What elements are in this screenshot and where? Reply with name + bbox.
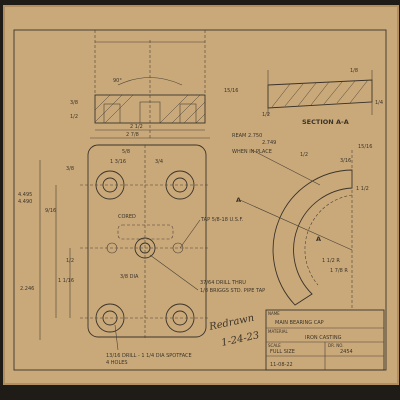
plan-view: 4.495 4.490 9/16 2.246 1 1/16 3/8 1/2 1 …	[18, 144, 265, 366]
tb-name-label: NAME	[268, 311, 280, 316]
arc-dim-15-16: 15/16	[358, 144, 372, 150]
angle-arc	[117, 77, 183, 86]
front-bolt-hole-right	[179, 103, 197, 124]
arc-dim-1-1-2: 1 1/2	[356, 186, 369, 192]
tb-drawing-no: 2454	[340, 349, 353, 355]
section-dim-1-4: 1/4	[375, 100, 383, 106]
drill-note-2: 1/8 BRIGGS STD. PIPE TAP	[200, 288, 265, 294]
plan-dim-3-4: 3/4	[155, 159, 163, 165]
plan-dim-3-8: 3/8	[66, 166, 74, 172]
section-view: SECTION A-A 1/2 1/4 1/8	[262, 68, 383, 126]
plan-dim-9-16: 9/16	[45, 208, 56, 214]
section-dim-1-8: 1/8	[350, 68, 358, 74]
dia-note: 3/8 DIA	[120, 274, 139, 280]
front-bolt-hole-left	[103, 103, 121, 124]
section-label-a2: A	[316, 235, 321, 243]
section-hatching	[271, 79, 369, 108]
arc-dim-3-16: 3/16	[340, 158, 351, 164]
ream-note-3: WHEN IN PLACE	[232, 149, 272, 155]
front-dim-1-2: 1/2	[70, 114, 78, 120]
front-angle-label: 90°	[113, 78, 122, 84]
arc-radius-1: 1 1/2 R	[322, 258, 340, 264]
plan-outline	[87, 144, 207, 338]
tap-note: TAP 5/8-18 U.S.F.	[200, 217, 244, 223]
holes-note-2: 4 HOLES	[106, 360, 128, 366]
plan-dim-2246: 2.246	[20, 286, 34, 292]
overall-height-b: 4.490	[18, 199, 32, 205]
arc-radius-2: 1 7/8 R	[330, 268, 348, 274]
section-title: SECTION A-A	[302, 118, 349, 126]
plan-dim-5-8: 5/8	[122, 149, 130, 155]
tb-material: IRON CASTING	[305, 335, 342, 341]
overall-height-a: 4.495	[18, 192, 32, 198]
ream-note-2: 2.749	[262, 140, 276, 146]
section-dim-1-2: 1/2	[262, 112, 270, 118]
front-dim-3-8: 3/8	[70, 100, 78, 106]
cored-pocket	[117, 224, 174, 240]
tb-drawing-label: DR. NO.	[328, 343, 344, 348]
front-view: 90° 3/8 1/2 15/16 2 1/2 2 7/8	[70, 30, 238, 140]
plan-dim-1-2: 1/2	[66, 258, 74, 264]
front-dim-2-7-8: 2 7/8	[126, 132, 139, 138]
front-view-hatching	[94, 94, 206, 124]
plan-dim-11-16: 1 1/16	[58, 278, 74, 284]
ream-note-1: REAM 2.750	[232, 133, 262, 139]
tb-material-label: MATERIAL	[268, 329, 289, 334]
front-dim-15-16: 15/16	[224, 88, 238, 94]
drawing-border	[13, 29, 387, 371]
tb-scale: FULL SIZE	[270, 349, 295, 355]
holes-note-1: 13/16 DRILL - 1 1/4 DIA SPOTFACE	[106, 353, 192, 359]
paper-sheet	[4, 6, 398, 384]
arc-view: A A REAM 2.750 2.749 WHEN IN PLACE 15/16…	[232, 133, 372, 310]
bearing-arc-shape	[272, 169, 353, 306]
drill-note-1: 37/64 DRILL THRU	[200, 280, 246, 286]
title-block: NAME MAIN BEARING CAP MATERIAL IRON CAST…	[265, 309, 385, 371]
tb-scale-label: SCALE	[268, 343, 281, 348]
tb-name: MAIN BEARING CAP	[275, 320, 324, 326]
section-label-a1: A	[236, 196, 241, 204]
arc-dim-1-2: 1/2	[300, 152, 308, 158]
plan-dim-1-3-16: 1 3/16	[110, 159, 126, 165]
paper-edge	[3, 5, 399, 385]
tb-date: 11-08-22	[270, 362, 293, 368]
front-dim-2-1-2: 2 1/2	[130, 124, 143, 130]
cored-note: CORED	[118, 214, 136, 220]
